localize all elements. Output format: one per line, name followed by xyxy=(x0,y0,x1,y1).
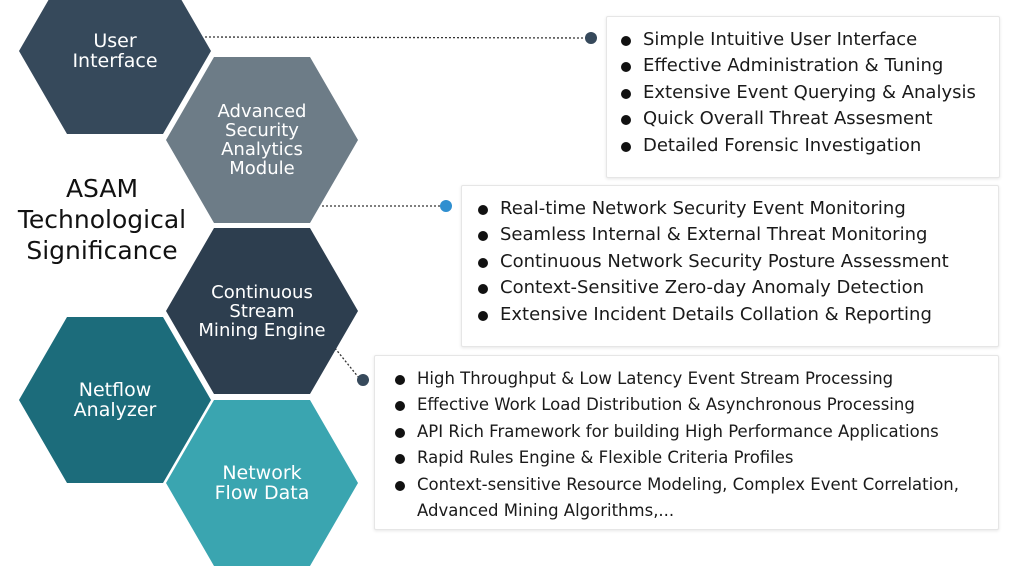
list-item: Rapid Rules Engine & Flexible Criteria P… xyxy=(395,445,989,471)
hexagon-netflow-analyzer-label: Netflow Analyzer xyxy=(73,379,157,421)
list-item: Context-Sensitive Zero-day Anomaly Detec… xyxy=(478,275,949,301)
connector-lines xyxy=(204,36,587,379)
hexagon-continuous-stream-label: Continuous Stream Mining Engine xyxy=(198,281,326,341)
list-item: Simple Intuitive User Interface xyxy=(621,27,976,53)
list-item: Extensive Incident Details Collation & R… xyxy=(478,302,949,328)
feature-list-asam-module: Real-time Network Security Event Monitor… xyxy=(478,196,949,328)
feature-list-user-interface: Simple Intuitive User Interface Effectiv… xyxy=(621,27,976,159)
list-item: Continuous Network Security Posture Asse… xyxy=(478,249,949,275)
connector-dot-user-interface xyxy=(585,32,597,44)
connector-dot-continuous-stream xyxy=(357,374,369,386)
list-item: Context-sensitive Resource Modeling, Com… xyxy=(395,472,989,525)
list-item: Effective Work Load Distribution & Async… xyxy=(395,392,989,418)
hexagon-continuous-stream: Continuous Stream Mining Engine xyxy=(166,228,358,394)
hexagon-network-flow-data-label: Network Flow Data xyxy=(214,462,310,504)
feature-box-asam-module: Real-time Network Security Event Monitor… xyxy=(461,185,999,347)
hexagon-user-interface-label: User Interface xyxy=(72,30,158,72)
hexagon-asam-module-label: Advanced Security Analytics Module xyxy=(217,101,307,179)
list-item: Detailed Forensic Investigation xyxy=(621,133,976,159)
feature-list-continuous-stream: High Throughput & Low Latency Event Stre… xyxy=(395,366,989,524)
feature-box-continuous-stream: High Throughput & Low Latency Event Stre… xyxy=(374,355,999,530)
list-item: Effective Administration & Tuning xyxy=(621,53,976,79)
list-item: API Rich Framework for building High Per… xyxy=(395,419,989,445)
list-item: Quick Overall Threat Assesment xyxy=(621,106,976,132)
list-item: Seamless Internal & External Threat Moni… xyxy=(478,222,949,248)
list-item: Real-time Network Security Event Monitor… xyxy=(478,196,949,222)
list-item: Extensive Event Querying & Analysis xyxy=(621,80,976,106)
connector-dot-asam-module xyxy=(440,200,452,212)
list-item: High Throughput & Low Latency Event Stre… xyxy=(395,366,989,392)
diagram-title: ASAM Technological Significance xyxy=(17,174,187,265)
connector-user-interface xyxy=(204,36,587,39)
feature-box-user-interface: Simple Intuitive User Interface Effectiv… xyxy=(606,16,1000,178)
